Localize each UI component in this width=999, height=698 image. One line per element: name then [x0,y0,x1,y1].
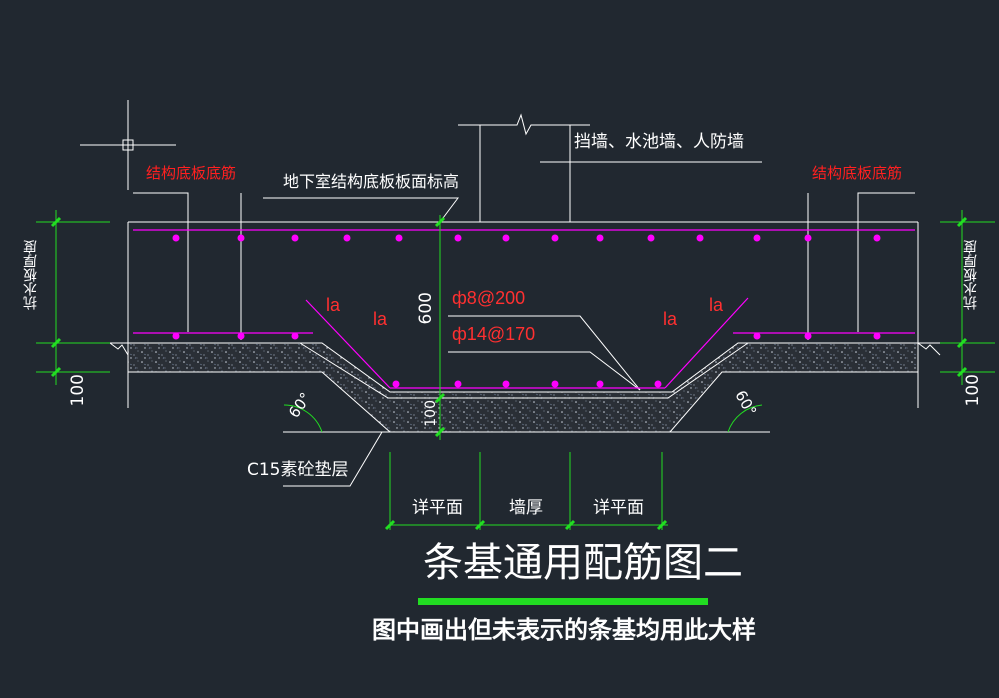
label-thickness-right: 抗水板厚度 [963,240,979,310]
rebar-dot [172,234,180,242]
rebar-dot [873,234,881,242]
dim-plan-right: 详平面 [593,498,644,518]
dim-100-left: 100 [68,374,88,407]
rebar-dot [454,234,462,242]
label-cushion: C15素砼垫层 [247,460,349,480]
rebar-dot [237,234,245,242]
rebar-dot [502,234,510,242]
dim-wall-thickness: 墙厚 [509,498,543,518]
label-la-4: la [709,295,724,315]
rebar-dot [696,234,704,242]
rebar-dot [753,332,761,340]
rebar-dot [291,234,299,242]
drawing-title: 条基通用配筋图二 [423,540,743,586]
rebar-dot [502,380,510,388]
label-elevation: 地下室结构底板板面标高 [283,172,460,191]
title-underline [418,598,708,605]
rebar-dot [654,380,662,388]
drawing-note: 图中画出但未表示的条基均用此大样 [372,616,756,644]
rebar-dot [753,234,761,242]
label-rebar-spec-2: ф14@170 [452,324,536,344]
rebar-dot [596,234,604,242]
rebar-dot [804,332,812,340]
label-rebar-right: 结构底板底筋 [812,164,903,182]
rebar-dots [172,234,881,388]
rebar-dot [172,332,180,340]
label-la-3: la [663,309,678,329]
dim-plan-left: 详平面 [412,498,463,518]
label-thickness-left: 抗水板厚度 [23,240,39,310]
rebar-lines [133,229,915,389]
rebar-dot [551,234,559,242]
dim-100-right: 100 [963,374,983,407]
rebar-dot [343,234,351,242]
rebar-dot [392,380,400,388]
dim-100-center: 100 [423,400,439,427]
rebar-dot [551,380,559,388]
label-wall-types: 挡墙、水池墙、人防墙 [574,132,744,152]
rebar-dot [596,380,604,388]
dim-600: 600 [416,292,436,325]
rebar-dot [291,332,299,340]
rebar-dot [237,332,245,340]
rebar-dot [454,380,462,388]
label-la-2: la [373,309,388,329]
rebar-dot [647,234,655,242]
rebar-dot [395,234,403,242]
dimension-lines [36,210,995,530]
dimension-ticks [50,216,968,531]
label-la-1: la [326,295,341,315]
rebar-dot [804,234,812,242]
outline-lines [80,100,941,487]
label-rebar-spec-1: ф8@200 [452,288,526,308]
rebar-dot [873,332,881,340]
label-rebar-left: 结构底板底筋 [146,164,237,182]
